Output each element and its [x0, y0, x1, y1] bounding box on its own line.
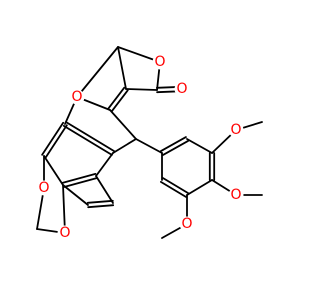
bond-c4a-c5 [44, 124, 68, 159]
atom-o-methoxy-bottom: O [179, 216, 195, 232]
atom-label-backdrop [228, 122, 244, 138]
bond-a2-a3 [186, 138, 213, 154]
oxygen-label: O [154, 54, 165, 70]
bond-a1-a2 [160, 136, 187, 152]
oxygen-label: O [38, 180, 49, 196]
oxygen-label: O [230, 122, 241, 138]
atom-label-backdrop [179, 216, 195, 232]
bond-c8-c5a [62, 184, 89, 206]
atom-o-lactone-ring: O [152, 54, 168, 70]
bond-c10-c9 [112, 138, 137, 154]
bond-a1-a2 [162, 140, 189, 156]
bond-c10-c4a [65, 121, 116, 153]
bond-c4a-c5 [41, 121, 65, 156]
oxygen-label: O [59, 225, 70, 241]
bond-a5-a6 [162, 177, 190, 195]
atom-o-dioxole-top: O [36, 180, 52, 196]
atom-o-methoxy-top: O [228, 122, 244, 138]
atom-label-backdrop [152, 54, 168, 70]
bond-c_ar-c9a [110, 89, 129, 113]
bond-c_ar-c9a [107, 86, 126, 110]
oxygen-label: O [230, 187, 241, 203]
atom-o-pyran: O [69, 89, 85, 105]
oxygen-label: O [181, 216, 192, 232]
bond-o_dbot-c5a [62, 184, 66, 234]
atom-label-backdrop [228, 187, 244, 203]
atom-o-dioxole-bottom: O [57, 225, 73, 241]
bond-c9-a1 [135, 138, 163, 154]
atom-label-backdrop [69, 89, 85, 105]
bond-c9-c9a [109, 109, 137, 140]
bond-a4-a5 [186, 179, 213, 196]
atom-o-methoxy-mid: O [228, 187, 244, 203]
bond-a5-a6 [159, 180, 187, 198]
bond-c9b-c8a [95, 175, 114, 204]
bond-c10-c4a [62, 124, 113, 156]
atom-o-carbonyl: O [174, 81, 190, 97]
atom-label-backdrop [174, 81, 190, 97]
bond-c5a-c9b [61, 172, 97, 184]
bond-c8a-c8 [87, 204, 115, 209]
bond-c5-c5a [43, 155, 64, 186]
atom-label-backdrop [36, 180, 52, 196]
bond-c8a-c8 [86, 199, 114, 204]
oxygen-label: O [176, 81, 187, 97]
bond-c_co-c_ar [125, 88, 158, 91]
bond-c9b-c10 [95, 152, 114, 177]
atom-label-backdrop [57, 225, 73, 241]
bond-ch2_top-o_pyr [76, 46, 119, 98]
oxygen-label: O [71, 89, 82, 105]
bond-c_ar-ch2_top [117, 46, 127, 90]
bond-layer [36, 46, 263, 239]
bond-c5a-c9b [62, 177, 98, 189]
